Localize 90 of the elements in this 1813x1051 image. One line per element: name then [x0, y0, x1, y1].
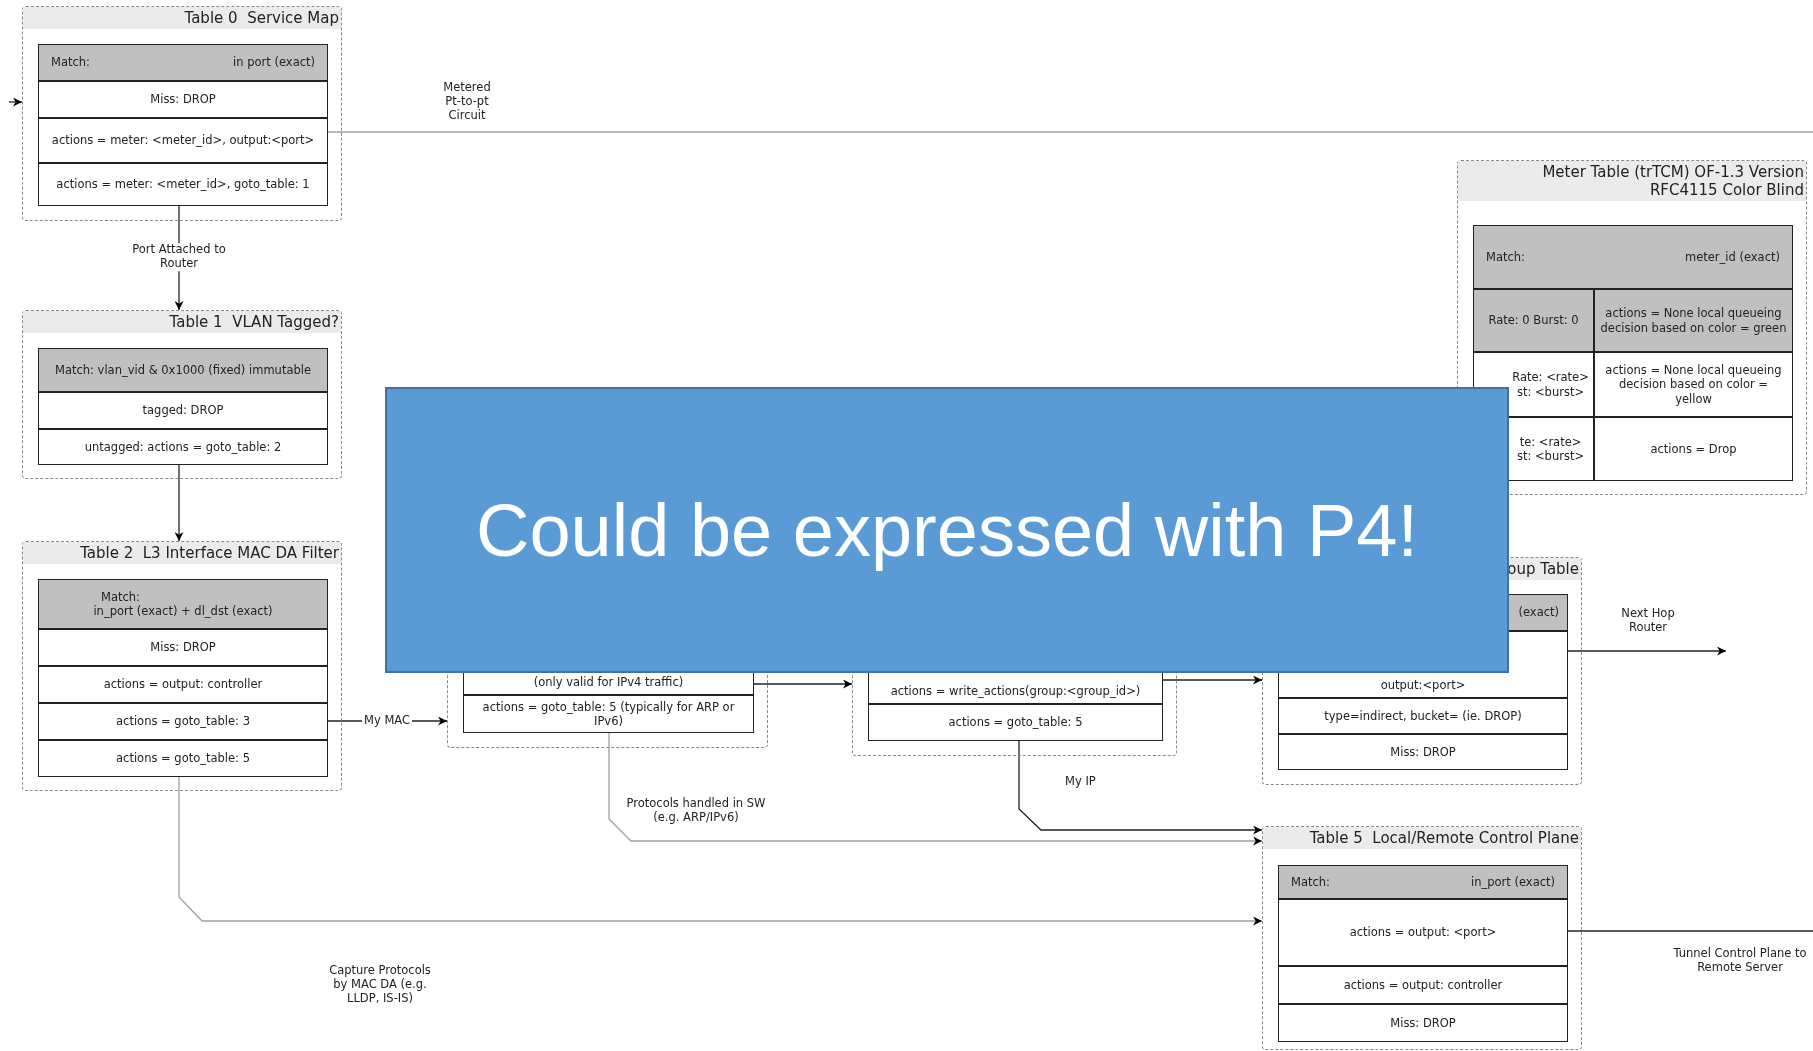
cell-text: in_port (exact) + dl_dst (exact)	[93, 604, 273, 619]
annotation-tooltip	[385, 387, 1509, 673]
cell-text: Match: vlan_vid & 0x1000 (fixed) immutable	[54, 362, 311, 378]
cell-text: Match:	[101, 589, 140, 604]
cell-text: tagged: DROP	[142, 403, 224, 418]
cell-text: in port (exact)	[233, 55, 315, 70]
table-row	[38, 163, 328, 206]
match-row	[1278, 865, 1568, 899]
table-row	[463, 695, 754, 733]
table-row	[38, 666, 328, 703]
table-row	[38, 740, 328, 777]
cell-text: Match:	[1486, 249, 1525, 265]
table-row	[38, 703, 328, 740]
cell-text: output:<port>	[1380, 677, 1466, 692]
cell-text: Rate: 0 Burst: 0	[1488, 313, 1579, 328]
cell-text: actions = goto_table: 5	[116, 751, 250, 766]
table-title: Table 2 L3 Interface MAC DA Filter	[80, 544, 339, 562]
cell-text: te: <rate> st: <burst>	[1515, 434, 1586, 464]
cell-text: Miss: DROP	[1390, 1015, 1456, 1031]
table-frame	[22, 6, 342, 221]
cell-text: untagged: actions = goto_table: 2	[84, 439, 282, 455]
edge-label: My MAC	[362, 714, 412, 728]
table-frame	[22, 541, 342, 791]
cell-text: (only valid for IPv4 traffic)	[533, 674, 684, 689]
cell-text: actions = None local queueing decision based on color = yellow	[1604, 362, 1783, 407]
table-row	[1278, 1004, 1568, 1042]
match-row	[1594, 289, 1793, 352]
cell-text: Rate: <rate> st: <burst>	[1512, 370, 1589, 399]
cell-text: actions = goto_table: 5 (typically for ARP or IPv6)	[481, 699, 736, 729]
table-title: Table 0 Service Map	[184, 9, 339, 27]
cell-text: actions = goto_table: 5	[948, 715, 1083, 730]
table-title: oup Table	[1507, 560, 1579, 578]
match-row	[38, 579, 328, 629]
table-row	[38, 629, 328, 666]
table-frame	[1457, 160, 1807, 495]
arrow	[1161, 675, 1263, 685]
edge-label: My IP	[1064, 775, 1097, 789]
table-row	[38, 118, 328, 163]
cell-text: actions = output: controller	[1343, 977, 1503, 993]
table-frame	[1262, 826, 1582, 1050]
banner-text: Could be expressed with P4!	[476, 487, 1418, 573]
cell-text: Match:	[1291, 874, 1330, 890]
cell-text: (exact)	[1518, 605, 1559, 620]
edge-label: Capture Protocols by MAC DA (e.g. LLDP, IS-IS)	[328, 964, 432, 1006]
cell-text: Miss: DROP	[1390, 744, 1456, 760]
arrow	[178, 775, 1263, 926]
table-title: Table 5 Local/Remote Control Plane	[1309, 829, 1579, 847]
arrow	[608, 731, 1263, 846]
arrow	[752, 679, 853, 689]
cell-text: type=indirect, bucket= (ie. DROP)	[1324, 708, 1522, 724]
cell-text: actions = output: <port>	[1349, 925, 1497, 940]
edge-label: Tunnel Control Plane to Remote Server	[1672, 947, 1808, 975]
cell-text: Match:	[51, 55, 90, 70]
match-row	[38, 348, 328, 392]
table-row	[38, 429, 328, 465]
match-row	[1473, 225, 1793, 289]
cell-text: actions = goto_table: 3	[116, 714, 250, 729]
cell-text: actions = write_actions(group:<group_id>)	[890, 683, 1141, 698]
cell-text: Miss: DROP	[150, 92, 216, 107]
cell-text: Miss: DROP	[150, 640, 216, 655]
edge-label: Next Hop Router	[1620, 607, 1676, 635]
table-frame	[22, 310, 342, 479]
table-row	[1278, 899, 1568, 966]
cell-text: in_port (exact)	[1471, 874, 1555, 890]
edge-label: Protocols handled in SW (e.g. ARP/IPv6)	[625, 797, 767, 825]
cell-text: meter_id (exact)	[1684, 249, 1780, 265]
cell-text: actions = output: controller	[103, 677, 263, 692]
table-row	[38, 81, 328, 118]
edge-label: Metered Pt-to-pt Circuit	[442, 81, 492, 123]
match-row	[1473, 289, 1594, 352]
arrow	[174, 463, 184, 542]
table-title: Table 1 VLAN Tagged?	[169, 313, 339, 331]
table-row	[1594, 352, 1793, 417]
table-row	[1278, 734, 1568, 770]
table-row	[1278, 698, 1568, 734]
cell-text: actions = meter: <meter_id>, output:<port>	[51, 133, 315, 148]
cell-text: actions = Drop	[1650, 441, 1737, 457]
connector-line	[1566, 930, 1813, 932]
table-row	[1594, 417, 1793, 481]
table-title: Meter Table (trTCM) OF-1.3 Version RFC4115 Color Blind	[1541, 163, 1804, 199]
table-row	[1278, 966, 1568, 1004]
arrow	[1566, 646, 1727, 656]
cell-text: actions = None local queueing decision based on color = green	[1599, 306, 1788, 335]
arrow	[1018, 739, 1263, 835]
cell-text: actions = meter: <meter_id>, goto_table: 1	[56, 177, 310, 192]
connector-line	[326, 131, 1813, 133]
table-row	[868, 704, 1163, 741]
table-row	[38, 392, 328, 429]
match-row	[38, 44, 328, 81]
arrow	[8, 97, 23, 107]
